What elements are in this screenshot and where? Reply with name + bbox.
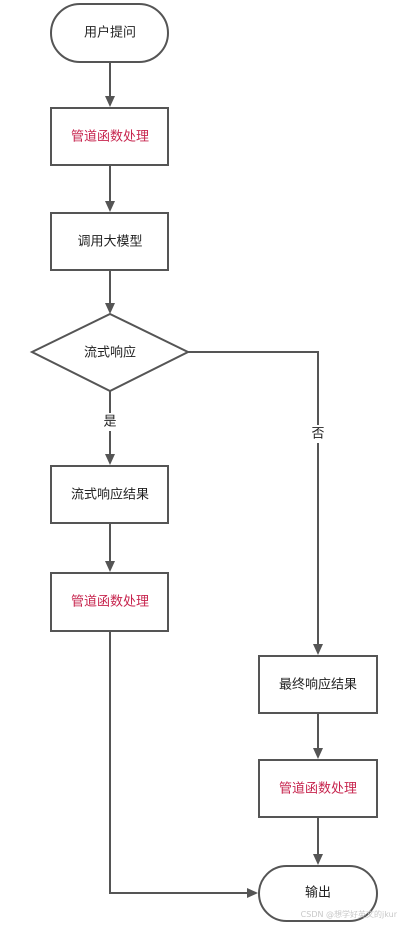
process-shape bbox=[50, 465, 169, 524]
process-shape bbox=[50, 107, 169, 166]
edge-labels: 是 否 bbox=[101, 413, 327, 443]
edge-pipeline2-to-output bbox=[109, 631, 249, 894]
process-shape bbox=[50, 212, 169, 271]
terminal-shape bbox=[258, 865, 378, 922]
node-label: 流式响应结果 bbox=[71, 487, 149, 503]
process-shape bbox=[258, 655, 378, 714]
arrowhead bbox=[313, 748, 323, 759]
arrowhead bbox=[105, 96, 115, 107]
node-output: 输出 bbox=[258, 865, 378, 922]
node-label: 管道函数处理 bbox=[71, 595, 149, 610]
arrowhead bbox=[105, 303, 115, 314]
node-label: 管道函数处理 bbox=[71, 130, 149, 145]
node-pipeline-3: 管道函数处理 bbox=[258, 759, 378, 818]
node-call-llm: 调用大模型 bbox=[50, 212, 169, 271]
node-final-result: 最终响应结果 bbox=[258, 655, 378, 714]
watermark: CSDN @想学好英文的jkur bbox=[301, 909, 398, 919]
node-label: 调用大模型 bbox=[77, 235, 142, 250]
node-pipeline-1: 管道函数处理 bbox=[50, 107, 169, 166]
edge-decision-no bbox=[188, 351, 319, 646]
arrowhead bbox=[313, 644, 323, 655]
terminal-shape bbox=[50, 3, 169, 63]
no-label-bg bbox=[309, 425, 327, 443]
node-user-question: 用户提问 bbox=[50, 3, 169, 63]
arrowhead bbox=[247, 888, 258, 898]
no-label: 否 bbox=[311, 427, 324, 442]
arrowhead bbox=[105, 201, 115, 212]
node-label: 流式响应 bbox=[84, 345, 136, 361]
node-stream-decision: 流式响应 bbox=[29, 312, 191, 393]
node-label: 管道函数处理 bbox=[279, 782, 357, 797]
decision-shape bbox=[29, 312, 191, 393]
yes-label-bg bbox=[101, 413, 119, 431]
process-shape bbox=[50, 572, 169, 632]
process-shape bbox=[258, 759, 378, 818]
arrowhead bbox=[105, 561, 115, 572]
edges bbox=[105, 62, 323, 898]
arrowhead bbox=[105, 454, 115, 465]
node-label: 最终响应结果 bbox=[279, 677, 357, 693]
arrowhead bbox=[313, 854, 323, 865]
node-stream-result: 流式响应结果 bbox=[50, 465, 169, 524]
node-pipeline-2: 管道函数处理 bbox=[50, 572, 169, 632]
yes-label: 是 bbox=[103, 415, 116, 430]
node-label: 用户提问 bbox=[84, 25, 136, 41]
node-label: 输出 bbox=[305, 885, 331, 901]
